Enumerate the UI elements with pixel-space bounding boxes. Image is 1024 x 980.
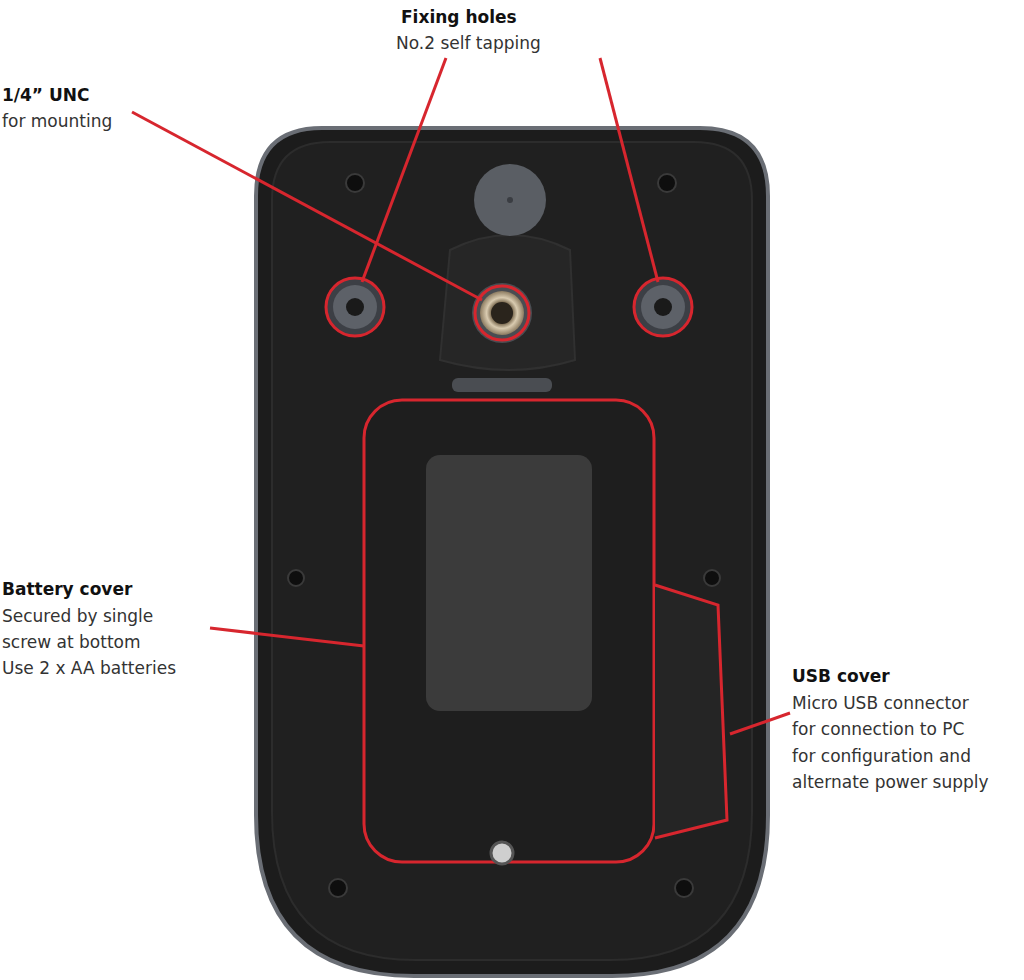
- cover-tab: [452, 378, 552, 392]
- callout-text: No.2 self tapping: [396, 30, 541, 56]
- housing-inner: [272, 142, 752, 960]
- sensor-window: [474, 164, 546, 236]
- callout-text: for configuration and: [792, 743, 971, 769]
- callout-heading: Fixing holes: [401, 4, 517, 30]
- fixing-hole: [634, 278, 692, 336]
- callout-text: Use 2 x AA batteries: [2, 655, 176, 681]
- leader-lines: [132, 58, 790, 734]
- callout-heading: USB cover: [792, 663, 890, 689]
- mount-plate: [440, 235, 575, 370]
- callout-text: for mounting: [2, 108, 112, 134]
- callout-text: for connection to PC: [792, 716, 964, 742]
- cover-screw: [491, 842, 513, 864]
- callout-text: Micro USB connector: [792, 690, 969, 716]
- callout-text: alternate power supply: [792, 769, 989, 795]
- sensor-dot: [507, 197, 513, 203]
- usb-cover: [655, 585, 727, 838]
- battery-label-area: [426, 455, 592, 711]
- battery-cover: [364, 400, 654, 862]
- fixing-hole: [326, 278, 384, 336]
- callout-text: screw at bottom: [2, 629, 141, 655]
- device-housing: [256, 128, 768, 976]
- tripod-mount: [472, 283, 532, 343]
- callout-text: Secured by single: [2, 603, 153, 629]
- callout-heading: 1/4” UNC: [2, 82, 89, 108]
- callout-heading: Battery cover: [2, 576, 132, 602]
